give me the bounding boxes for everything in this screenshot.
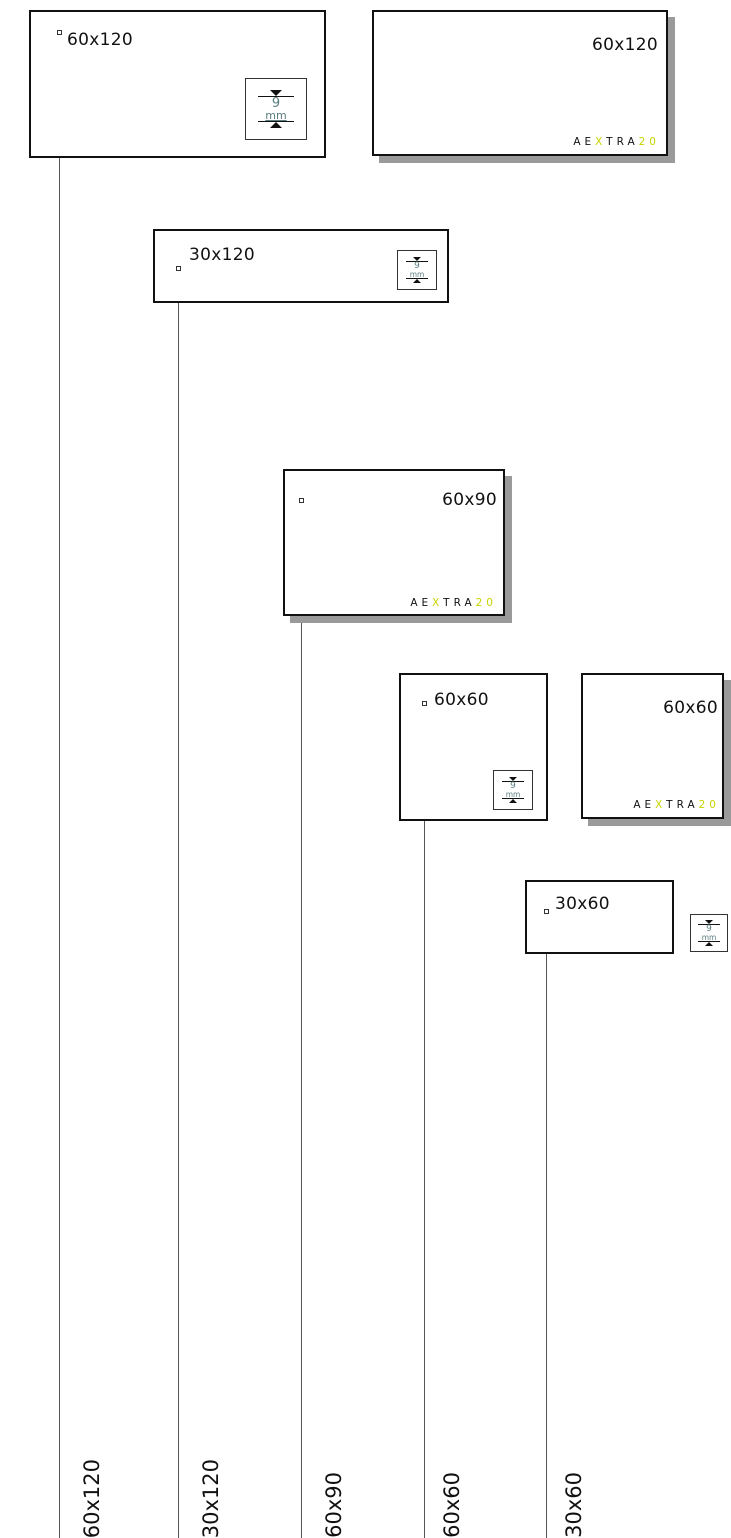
guide-marker [544,909,549,914]
tile-size-label: 30x60 [555,894,610,914]
guide-label-60x60: 60x60 [440,1472,464,1538]
brand-logo: AEXTRA20 [633,799,720,811]
tile-size-label: 60x120 [592,35,658,55]
thickness-unit: mm [505,789,521,799]
thickness-unit: mm [409,269,425,279]
guide-label-30x60: 30x60 [562,1472,586,1538]
guide-line-60x120 [59,33,60,1538]
tile-30x60: 30x60 [525,880,674,954]
arrow-up-icon [413,279,421,284]
guide-line-30x120 [178,269,179,1538]
tile-60x60-branded: 60x60 AEXTRA20 [581,673,724,819]
guide-label-60x90: 60x90 [322,1472,346,1538]
thickness-unit: mm [265,109,287,122]
brand-logo: AEXTRA20 [573,136,660,148]
arrow-up-icon [509,799,517,804]
tile-60x90-branded: 60x90 AEXTRA20 [283,469,505,616]
tile-size-label: 60x90 [442,490,497,510]
tile-60x60: 60x60 9 mm [399,673,548,821]
arrow-down-icon [413,256,421,261]
thickness-badge: 9 mm [690,914,728,952]
arrow-up-icon [270,122,282,128]
guide-marker [422,701,427,706]
thickness-unit: mm [701,932,717,942]
tile-size-label: 60x120 [67,30,133,50]
guide-marker [176,266,181,271]
arrow-down-icon [509,776,517,781]
guide-line-30x60 [546,911,547,1538]
guide-line-60x60 [424,704,425,1538]
tile-60x120-branded: 60x120 AEXTRA20 [372,10,668,156]
guide-marker [299,498,304,503]
tile-60x120: 60x120 9 mm [29,10,326,158]
thickness-value: 9 [414,260,420,271]
thickness-badge: 9 mm [397,250,437,290]
thickness-badge: 9 mm [245,78,307,140]
arrow-up-icon [705,942,713,947]
arrow-down-icon [270,90,282,96]
thickness-value: 9 [271,96,281,111]
thickness-badge: 9 mm [493,770,533,810]
tile-size-label: 30x120 [189,245,255,265]
guide-label-60x120: 60x120 [80,1458,104,1538]
guide-label-30x120: 30x120 [199,1458,223,1538]
tile-size-label: 60x60 [663,698,718,718]
thickness-value: 9 [706,923,712,934]
guide-line-60x90 [301,501,302,1538]
tile-size-label: 60x60 [434,690,489,710]
guide-marker [57,30,62,35]
tile-30x120: 30x120 9 mm [153,229,449,303]
thickness-value: 9 [510,780,516,791]
arrow-down-icon [705,919,713,924]
brand-logo: AEXTRA20 [410,597,497,609]
